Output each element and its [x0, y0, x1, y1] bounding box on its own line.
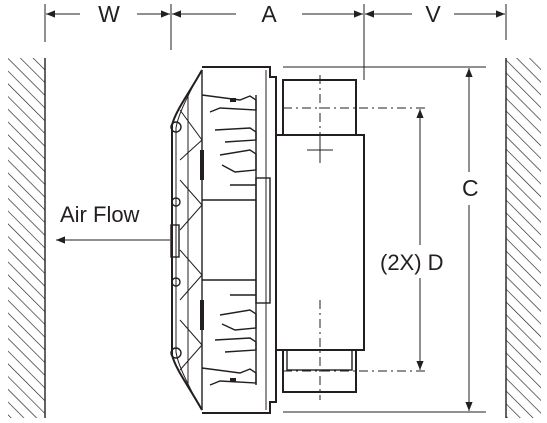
fan-assembly [170, 66, 277, 414]
air-flow-label: Air Flow [60, 202, 140, 227]
fan-housing [275, 75, 428, 400]
top-dimension-line [44, 4, 507, 80]
dimension-label-v: V [425, 1, 441, 27]
dimension-label-a: A [261, 1, 277, 27]
dimension-label-d: (2X) D [380, 250, 444, 275]
left-wall [8, 58, 46, 418]
dimension-label-c: C [462, 175, 479, 201]
dimension-c-line [283, 66, 486, 413]
dimension-label-w: W [98, 1, 120, 27]
right-wall [505, 58, 541, 418]
